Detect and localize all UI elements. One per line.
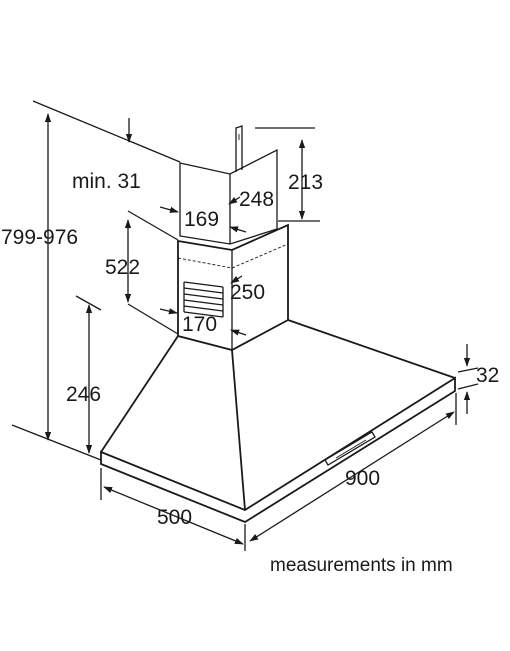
mounting-bracket	[235, 125, 243, 172]
canopy-rim	[100, 376, 456, 524]
dim-upper-width	[228, 196, 241, 205]
control-panel	[324, 431, 376, 466]
label-hood-width: 900	[345, 467, 380, 490]
vent-grille	[183, 281, 224, 318]
label-total-height: 799-976	[1, 226, 78, 249]
extension-lines	[11, 100, 479, 551]
label-lower-depth: 170	[182, 313, 217, 336]
label-upper-depth: 169	[184, 208, 219, 231]
dim-lower-depth-r	[230, 329, 247, 336]
label-upper-height: 213	[288, 171, 323, 194]
label-canopy-height: 246	[66, 383, 101, 406]
dim-lower-width	[230, 275, 243, 284]
dim-lower-depth-l	[159, 308, 178, 315]
label-lower-width: 250	[230, 281, 265, 304]
label-hood-depth: 500	[157, 506, 192, 529]
units-caption: measurements in mm	[270, 555, 453, 576]
canopy-front-ridge	[231, 349, 246, 511]
dim-hood-width	[249, 411, 455, 542]
dim-upper-depth-l	[159, 206, 179, 213]
canopy-left-slope	[100, 335, 179, 453]
dimension-lines	[44, 113, 471, 545]
label-upper-width: 248	[239, 188, 274, 211]
lower-chimney-dashed-edge	[177, 243, 289, 269]
dim-hood-depth	[103, 486, 244, 545]
hood-outline	[100, 125, 456, 524]
label-min-gap: min. 31	[72, 170, 141, 193]
dim-upper-depth-r	[229, 226, 247, 233]
label-lower-height: 522	[105, 256, 140, 279]
label-canopy-thickness: 32	[476, 364, 499, 387]
dimension-labels: 799-976 min. 31 213 248 169 522 250 170 …	[1, 170, 499, 576]
canopy-back-slope	[287, 319, 456, 379]
